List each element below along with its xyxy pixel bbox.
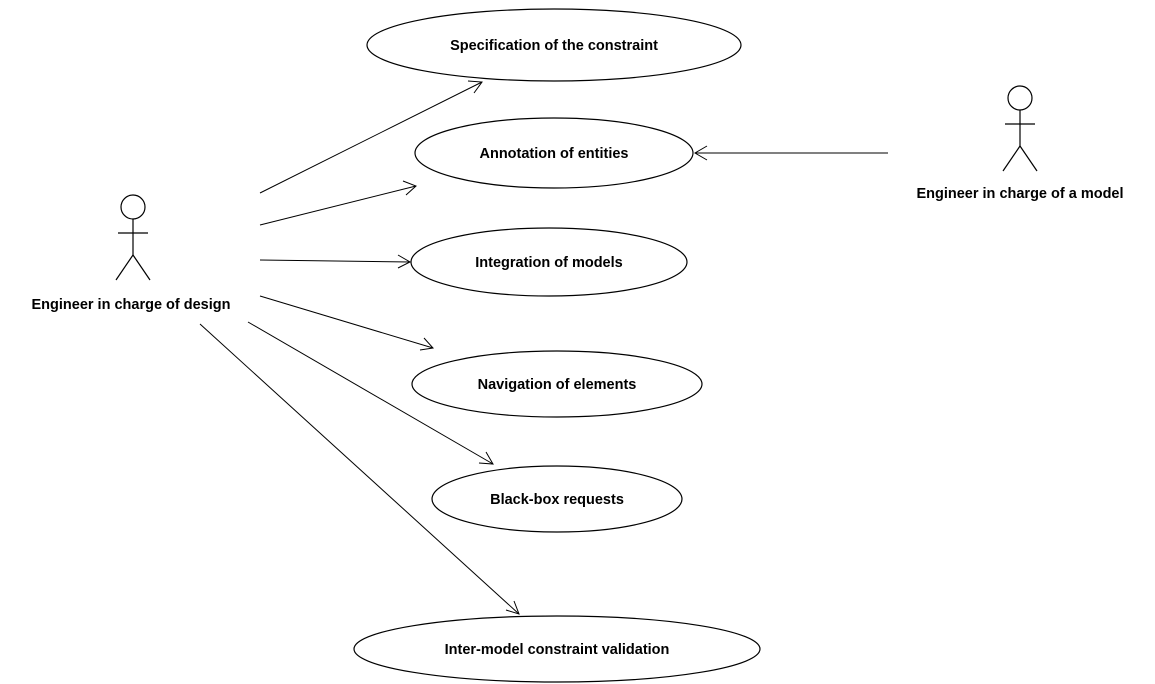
arrowhead-valid	[505, 600, 520, 615]
use-case-ellipse	[411, 350, 703, 418]
arrowhead-annot	[402, 180, 417, 196]
use-case-label: Black-box requests	[490, 492, 624, 508]
use-case-label: Specification of the constraint	[450, 38, 658, 54]
use-case-label: Navigation of elements	[478, 377, 637, 393]
stick-figure-icon	[1002, 85, 1038, 172]
use-case-label: Integration of models	[475, 255, 622, 271]
actor-model: Engineer in charge of a model	[916, 85, 1124, 202]
arrowhead-integ	[397, 254, 412, 269]
associations	[199, 80, 888, 615]
actor-design: Engineer in charge of design	[31, 194, 231, 313]
use-case-valid: Inter-model constraint validation	[353, 615, 761, 683]
use-case-annot: Annotation of entities	[414, 117, 694, 189]
use-case-nav: Navigation of elements	[411, 350, 703, 418]
arrowhead-model-annot	[694, 145, 708, 161]
use-case-ellipse	[431, 465, 683, 533]
use-case-label: Inter-model constraint validation	[445, 642, 670, 658]
association-design-integ	[259, 259, 411, 263]
use-case-ellipse	[353, 615, 761, 683]
actor-model-label: Engineer in charge of a model	[916, 186, 1123, 202]
arrowhead-spec	[467, 80, 483, 94]
actor-design-label: Engineer in charge of design	[31, 297, 230, 313]
use-case-spec: Specification of the constraint	[366, 8, 742, 82]
association-design-valid	[199, 323, 520, 615]
use-case-ellipse	[410, 227, 688, 297]
association-design-bb	[247, 321, 494, 465]
arrowhead-nav	[419, 337, 434, 351]
use-case-ellipse	[414, 117, 694, 189]
arrowhead-bb	[478, 451, 494, 465]
association-design-nav	[259, 295, 434, 349]
association-design-spec	[259, 81, 483, 194]
use-case-integ: Integration of models	[410, 227, 688, 297]
stick-figure-icon	[115, 194, 151, 281]
use-case-label: Annotation of entities	[479, 146, 628, 162]
association-design-annot	[259, 185, 417, 226]
use-case-ellipse	[366, 8, 742, 82]
use-case-bb: Black-box requests	[431, 465, 683, 533]
